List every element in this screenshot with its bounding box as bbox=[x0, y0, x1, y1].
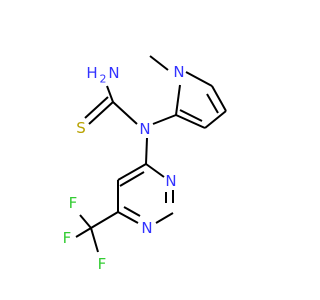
bond-cf3 bbox=[90, 211, 119, 229]
bond-pyrrole-c-c-3-inner bbox=[179, 109, 203, 122]
amine-n-label: N bbox=[108, 64, 119, 82]
bond-pyr-4 bbox=[155, 212, 174, 224]
bond-c-central-n bbox=[112, 101, 138, 125]
bond-pyrrole-c-n bbox=[175, 84, 181, 116]
fluorine-left-label: F bbox=[63, 229, 72, 247]
bond-pyrrole-c-c-1 bbox=[211, 85, 227, 112]
bond-c-s-2 bbox=[84, 96, 109, 119]
central-n-label: N bbox=[139, 120, 150, 138]
bond-pyr-1-inner bbox=[119, 171, 145, 187]
amine-sub-label: 2 bbox=[100, 73, 107, 86]
bond-methyl bbox=[149, 55, 169, 71]
amine-h-label: H bbox=[86, 64, 97, 82]
bond-pyrrole-central-n bbox=[152, 114, 177, 125]
bond-c-nh2 bbox=[106, 85, 114, 103]
fluorine-top-label: F bbox=[69, 194, 78, 212]
ring-n-lower-label: N bbox=[141, 219, 152, 237]
ring-n-upper-label: N bbox=[165, 172, 176, 190]
bonds bbox=[75, 55, 227, 253]
bond-pyrrole-c-c-2 bbox=[204, 110, 227, 129]
bond-cf-left bbox=[75, 227, 92, 238]
molecule-structure: H 2 N N S N N N F F F bbox=[63, 55, 227, 273]
methyl-n-label: N bbox=[173, 63, 184, 81]
bond-pyrrole-c-c-3 bbox=[175, 114, 206, 129]
sulfur-label: S bbox=[76, 119, 86, 137]
bond-cf-top bbox=[79, 214, 92, 229]
bond-pyr-1 bbox=[117, 163, 147, 181]
atom-labels: H 2 N N S N N N F F F bbox=[63, 63, 185, 273]
fluorine-bottom-label: F bbox=[98, 255, 107, 273]
bond-cf-bottom bbox=[90, 227, 99, 253]
bond-pyr-6 bbox=[145, 163, 165, 178]
bond-pyrrole-c-c-1-inner bbox=[206, 93, 219, 114]
bond-pyr-3-inner bbox=[123, 206, 141, 217]
bond-central-n-pyrimidine bbox=[145, 137, 148, 165]
bond-pyrrole-n-c bbox=[185, 71, 213, 87]
bond-pyr-3 bbox=[117, 211, 139, 224]
bond-c-s-1 bbox=[88, 101, 114, 125]
